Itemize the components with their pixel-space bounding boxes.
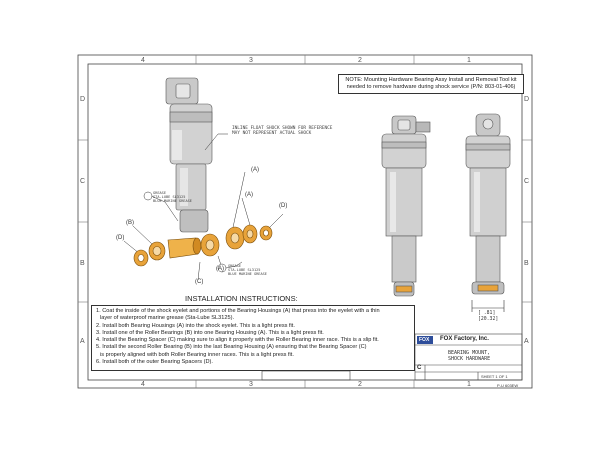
grease-note-upper-line-3: BLUE MARINE GREASE [153, 199, 192, 204]
callout-d-left: (D) [116, 235, 125, 241]
instruction-step: 3. Install one of the Roller Bearings (B… [96, 329, 324, 336]
zone-row-d-left: D [80, 96, 86, 103]
zone-col-3-top: 3 [249, 57, 253, 64]
grease-note-lower-line-3: BLUE MARINE GREASE [228, 272, 267, 277]
zone-row-b-left: B [80, 260, 85, 267]
grease-icon-lower [217, 263, 227, 273]
instruction-step: 2. Install both Bearing Housings (A) int… [96, 322, 295, 329]
instruction-step: 1. Coat the inside of the shock eyelet a… [96, 308, 380, 314]
dimension-label: [ .81] [20.32] [478, 311, 498, 322]
grease-note-upper-line-2: STA-LUBE SL3125 [153, 195, 186, 200]
grease-note-upper: GREASE STA-LUBE SL3125 BLUE MARINE GREAS… [153, 191, 192, 204]
reference-note: INLINE FLOAT SHOCK SHOWN FOR REFERENCE M… [232, 126, 332, 137]
drawing-title-line-2: SHOCK HARDWARE [448, 356, 491, 362]
reference-note-line-1: INLINE FLOAT SHOCK SHOWN FOR REFERENCE [232, 126, 333, 131]
callout-b-left: (B) [126, 220, 134, 226]
grease-note-upper-line-1: GREASE [153, 191, 166, 195]
grease-note-lower-line-2: STA-LUBE SL3125 [228, 268, 261, 273]
drawing-title: BEARING MOUNT, SHOCK HARDWARE [448, 350, 490, 362]
zone-col-4-top: 4 [141, 57, 145, 64]
sheet-size: C [417, 365, 422, 371]
zone-row-c-left: C [80, 178, 86, 185]
main-shock-illustration [165, 77, 213, 233]
zone-row-d-right: D [524, 96, 530, 103]
instruction-step: is properly aligned with both Roller Bea… [100, 351, 294, 358]
dimension-inches: [ .81] [478, 311, 496, 316]
instruction-step: layer of waterproof marine grease (Sta-L… [100, 315, 235, 322]
grease-note-lower: GREASE STA-LUBE SL3125 BLUE MARINE GREAS… [228, 264, 267, 277]
bearing-hardware-exploded [133, 224, 273, 267]
grease-note-lower-line-1: GREASE [228, 264, 241, 268]
zone-col-1-bottom: 1 [467, 381, 471, 388]
drawing-number: P-U 603EW [497, 383, 519, 388]
instruction-step: 4. Install the Bearing Spacer (C) making… [96, 337, 379, 344]
zone-col-2-bottom: 2 [358, 381, 362, 388]
zone-col-4-bottom: 4 [141, 381, 145, 388]
dimension-mm: [20.32] [478, 316, 499, 322]
grease-icon-upper [143, 191, 153, 201]
company-name: FOX Factory, Inc. [440, 336, 489, 342]
zone-row-c-right: C [524, 178, 530, 185]
zone-row-a-right: A [524, 338, 529, 345]
instructions-title: INSTALLATION INSTRUCTIONS: [185, 294, 298, 303]
instruction-step: 5. Install the second Roller Bearing (B)… [96, 344, 367, 351]
reference-note-line-2: MAY NOT REPRESENT ACTUAL SHOCK [232, 131, 312, 137]
callout-d-right: (D) [279, 203, 288, 209]
callout-a-upper: (A) [251, 167, 259, 173]
zone-col-1-top: 1 [467, 57, 471, 64]
zone-col-2-top: 2 [358, 57, 362, 64]
instructions-box: 1. Coat the inside of the shock eyelet a… [91, 305, 415, 371]
instruction-step: 6. Install both of the outer Bearing Spa… [96, 359, 213, 366]
callout-a-lower: (A) [216, 266, 224, 272]
zone-ticks [78, 55, 532, 388]
fox-logo-mark [417, 336, 433, 344]
zone-row-b-right: B [524, 260, 529, 267]
callout-c: (C) [195, 279, 204, 285]
callout-a-middle: (A) [245, 192, 253, 198]
drawing-title-line-1: BEARING MOUNT, [448, 350, 491, 356]
front-view-shock [381, 115, 431, 297]
side-view-shock [465, 113, 511, 312]
service-tool-note: NOTE: Mounting Hardware Bearing Assy Ins… [338, 74, 524, 94]
title-block [261, 333, 523, 381]
zone-row-a-left: A [80, 338, 85, 345]
zone-col-3-bottom: 3 [249, 381, 253, 388]
fox-logo: FOX [419, 337, 430, 343]
sheet-number: SHEET 1 OF 1 [481, 374, 508, 379]
